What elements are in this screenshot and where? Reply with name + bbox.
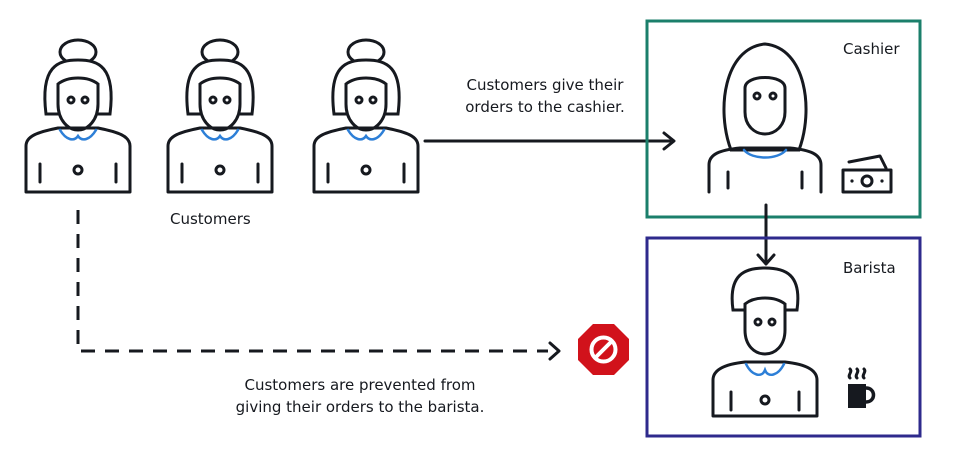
barista-label: Barista — [843, 259, 896, 277]
arrow-head — [548, 341, 561, 361]
barista-box — [645, 236, 922, 438]
cashier-box — [645, 19, 922, 219]
customer-icon — [166, 38, 274, 194]
prevented-caption: Customers are prevented from giving thei… — [235, 376, 485, 416]
cashier-icon — [707, 42, 823, 194]
customer-icon — [24, 38, 132, 194]
money-icon — [841, 154, 893, 194]
stop-icon — [578, 324, 629, 375]
customers-label: Customers — [170, 210, 251, 228]
arrow-head — [756, 253, 776, 266]
customer-icon — [312, 38, 420, 194]
to-cashier-caption: Customers give their orders to the cashi… — [465, 76, 625, 116]
arrow-head — [662, 131, 676, 151]
coffee-cup-icon — [847, 367, 876, 408]
barista-icon — [711, 266, 819, 418]
blocked-path — [76, 210, 548, 353]
cashier-label: Cashier — [843, 40, 900, 58]
